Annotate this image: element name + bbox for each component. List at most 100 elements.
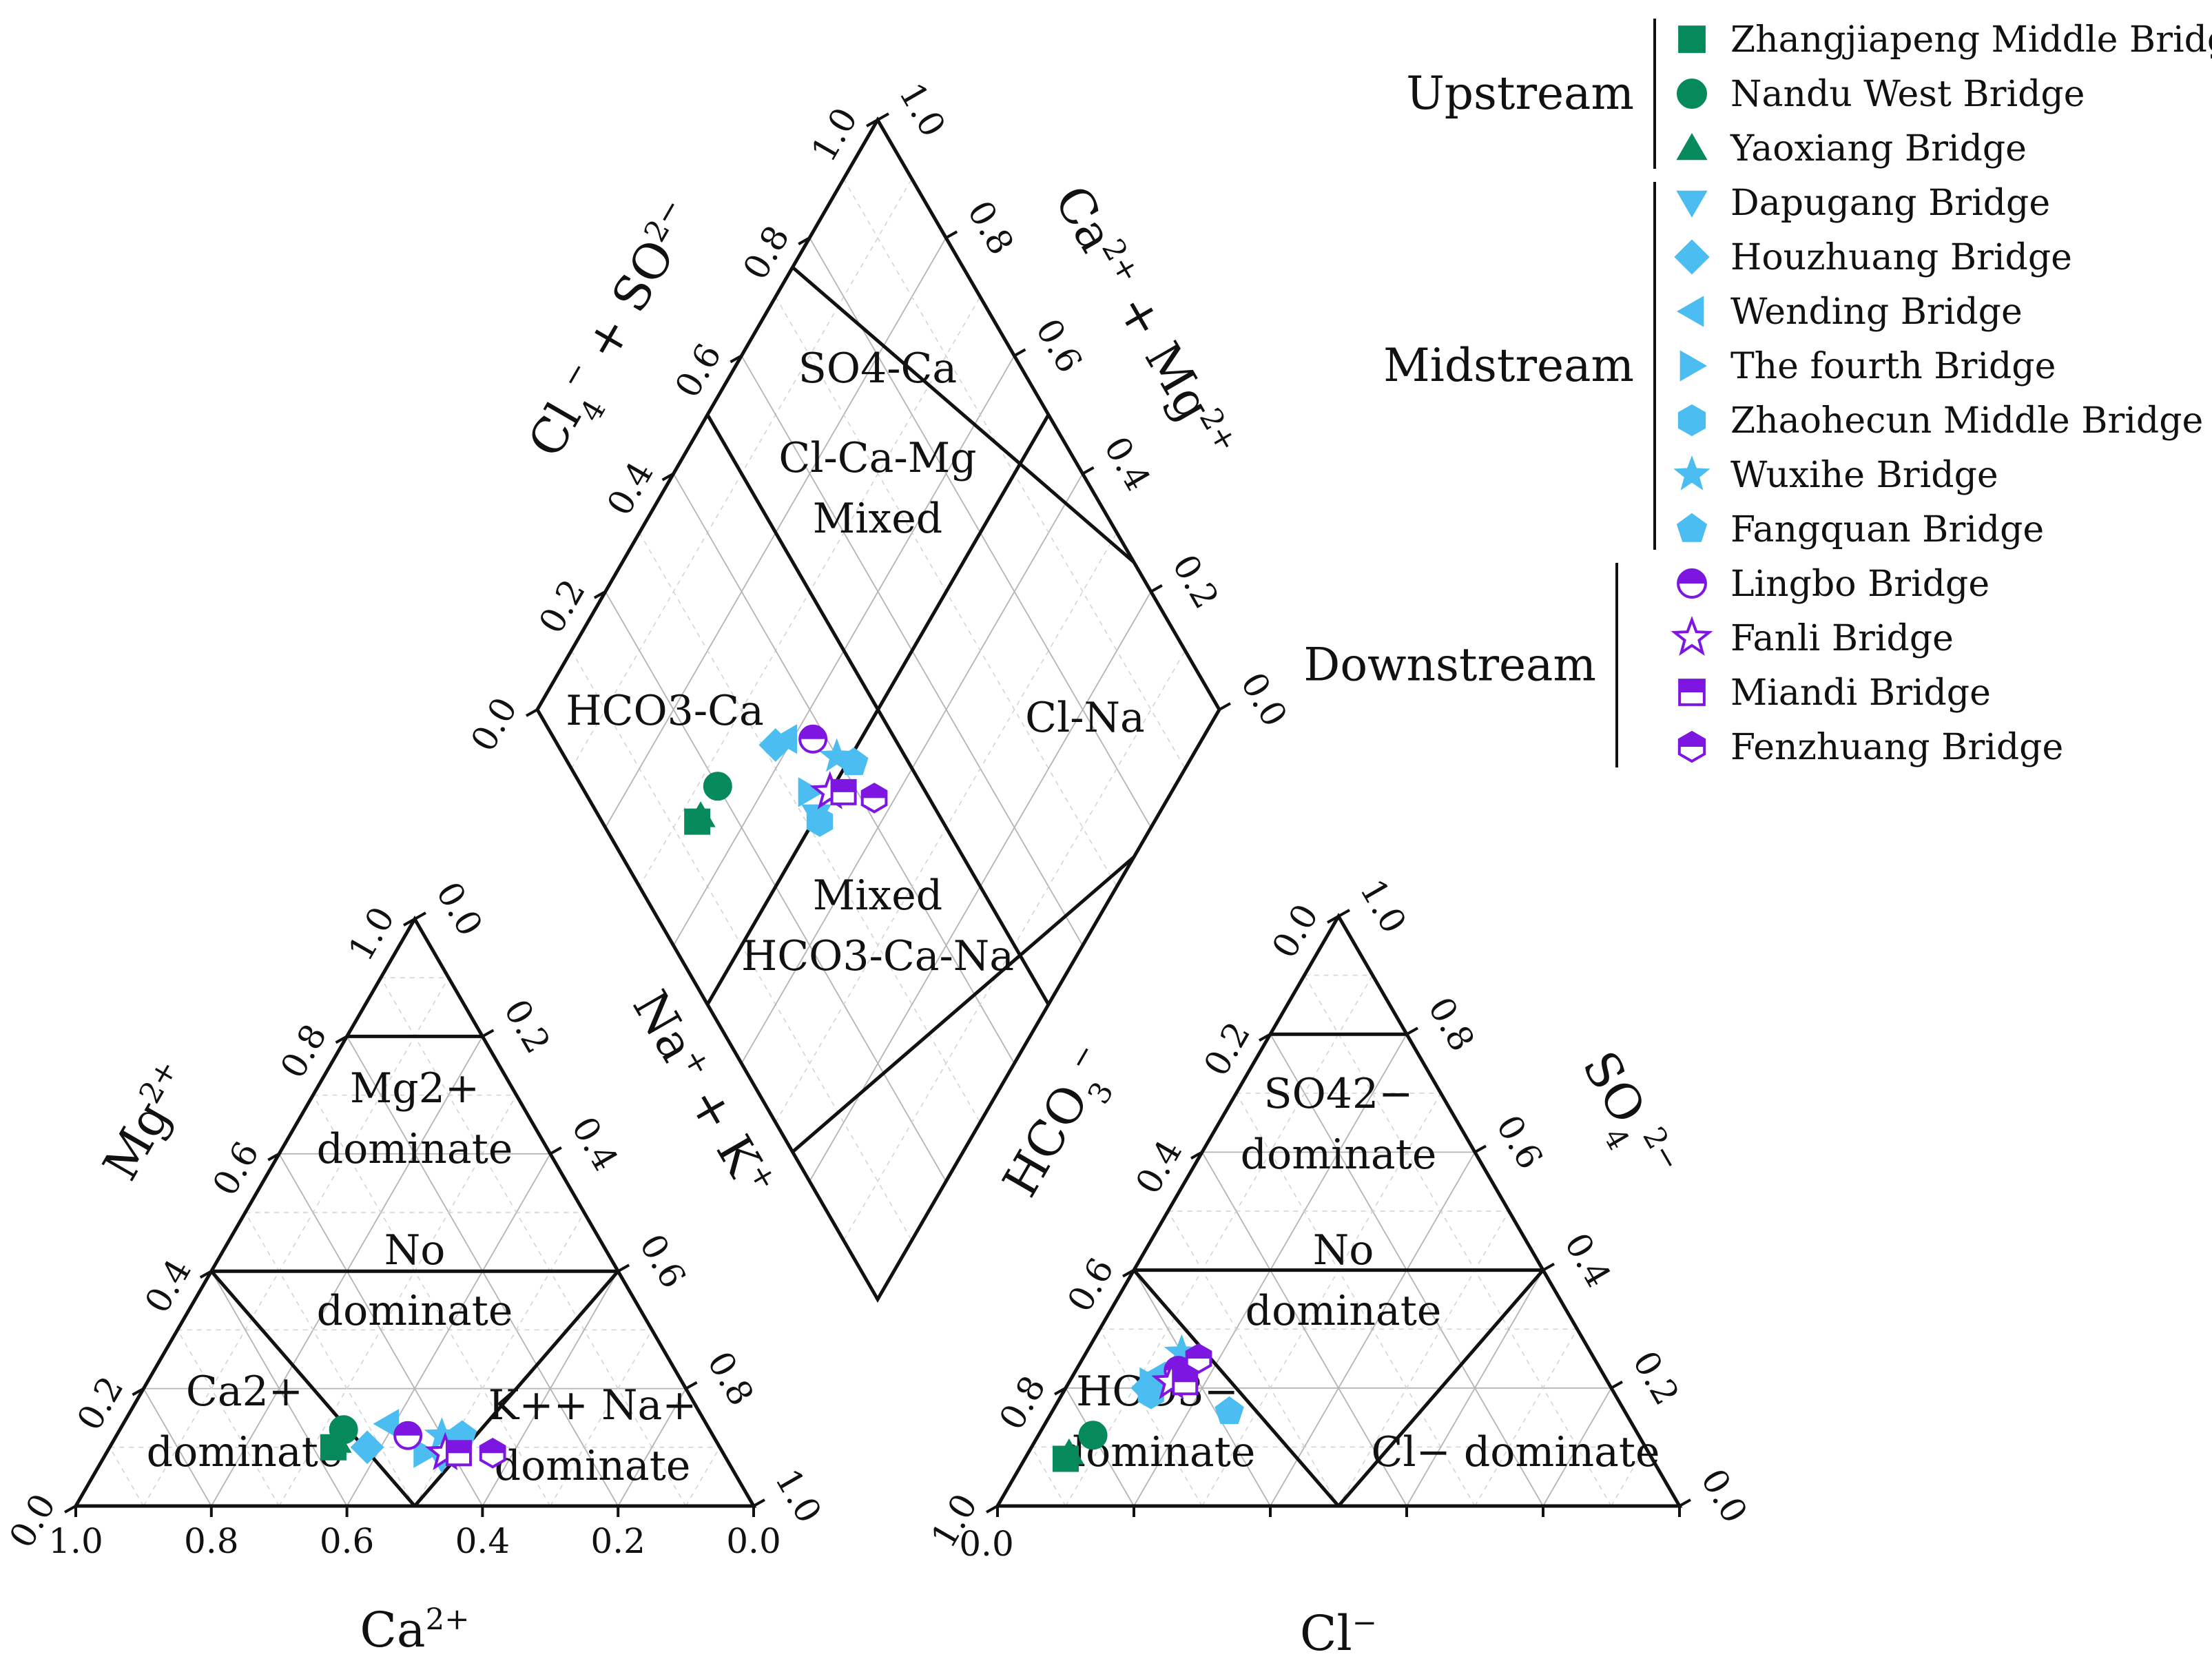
tick-nak [482,1029,495,1038]
axis-label-cl: Cl− [1300,1605,1377,1661]
anion-frame [994,913,1683,1508]
tick-clso4 [593,590,606,599]
tick-label-ca: 1.0 [48,1521,103,1561]
point-diamond-10 [798,724,828,754]
tick-hco3 [986,1505,998,1514]
point-anion-12 [1172,1369,1199,1396]
tick-clso4 [526,708,538,717]
axis-label-camg: Ca2+ + Mg2+ [1044,176,1245,469]
tick-camg [1150,584,1163,593]
grid-line-hco3 [1542,1387,1612,1507]
zone-label-hco3-ca: HCO3-Ca [566,687,764,735]
tick-camg [1082,466,1095,475]
legend-label-2: Yaoxiang Bridge [1730,128,2027,169]
tick-nak [549,1146,562,1155]
tick-label-ca: 0.0 [726,1521,781,1561]
tick-label-ca: 0.2 [590,1521,645,1561]
grid-line-hco3 [1474,1328,1578,1507]
point-cation-2 [322,1427,352,1453]
grid-line-ca [211,1270,348,1507]
legend-label-6: The fourth Bridge [1730,346,2056,387]
legend-label-0: Zhangjiapeng Middle Bridge [1730,19,2212,61]
tick-mg [267,1153,280,1162]
tick-mg [335,1035,348,1044]
grid-line-nak [278,1095,517,1507]
legend-marker-6 [1679,350,1708,382]
tick-mg [199,1270,212,1279]
tick-hco3 [1190,1151,1203,1160]
tick-label-nak: 0.2 [496,993,558,1060]
tick-mg [64,1505,76,1514]
legend-marker-2 [1676,132,1708,161]
zone-label-nak-dominate: K++ Na+dominate [488,1381,697,1490]
tick-label-so4: 0.4 [1557,1226,1619,1294]
point-cation-6 [413,1438,440,1468]
point-anion-7 [1137,1379,1164,1410]
tick-label-nak: 0.4 [564,1110,626,1177]
legend-group-downstream: Downstream [1303,639,1596,692]
point-anion-2 [1054,1438,1084,1465]
grid-line-ca [109,1447,145,1507]
point-diamond-6 [798,777,825,807]
tick-so4 [1542,1262,1555,1272]
point-diamond-13 [860,783,888,814]
tick-camg [1013,348,1026,358]
tick-camg [877,112,889,121]
grid-line-nak [482,1270,619,1507]
zone-line-ca [209,1270,416,1507]
zone-label-ca-dominate: Ca2+dominate [147,1368,343,1476]
legend-label-10: Lingbo Bridge [1730,564,1989,605]
tick-label-camg: 0.4 [1096,430,1158,497]
grid-line-ca [245,1212,415,1507]
zone-line-nak [413,1270,620,1507]
legend-marker-1 [1677,79,1707,109]
tick-hco3 [1122,1268,1135,1278]
tick-label-nak: 0.8 [699,1345,761,1412]
legend-group-midstream: Midstream [1383,339,1634,392]
axis-label-mg: Mg2+ [92,1053,203,1189]
point-cation-10 [393,1421,423,1450]
tick-clso4 [866,118,878,127]
legend-label-5: Wending Bridge [1730,291,2023,333]
legend-label-11: Fanli Bridge [1730,618,1954,659]
tick-label-nak: 0.0 [428,876,490,943]
zone-label-cl-dominate: Cl− dominate [1371,1428,1660,1476]
tick-label-nak: 0.6 [632,1228,694,1295]
point-cation-4 [350,1430,384,1465]
legend-marker-13 [1677,730,1706,763]
legend-marker-10 [1677,568,1707,599]
grid-line-nak [414,1212,585,1507]
legend-marker-9 [1676,513,1708,542]
legend-label-8: Wuxihe Bridge [1730,455,1998,496]
tick-mg [403,918,415,927]
grid-line-hco3 [1611,1447,1646,1507]
tick-label-camg: 0.2 [1165,548,1227,615]
tick-clso4 [661,472,674,482]
tick-so4 [1406,1026,1418,1035]
point-cation-12 [445,1440,472,1467]
zone-label-mg-dominate: Mg2+dominate [317,1064,513,1173]
tick-label-camg: 0.6 [1028,312,1090,380]
zone-line-top [791,266,1135,564]
grid-line-cl [1031,1447,1066,1507]
tick-hco3 [1259,1033,1271,1042]
tick-clso4 [730,354,743,364]
axis-label-ca: Ca2+ [360,1602,469,1658]
point-diamond-1 [703,772,732,801]
tick-nak [617,1263,630,1272]
zone-line-camg-50 [705,413,1051,1006]
tick-label-so4: 1.0 [1352,873,1414,940]
legend-label-3: Dapugang Bridge [1730,183,2050,224]
point-anion-9 [1214,1396,1244,1424]
grid-line-ca [176,1330,280,1507]
tick-label-camg: 1.0 [891,76,953,144]
tick-label-so4: 0.2 [1625,1344,1687,1412]
tick-clso4 [798,236,811,245]
zone-label-so4-dominate: SO42−dominate [1241,1070,1437,1179]
legend-marker-3 [1676,190,1708,218]
tick-label-nak: 1.0 [767,1463,829,1530]
grid-line-nak [685,1447,721,1507]
